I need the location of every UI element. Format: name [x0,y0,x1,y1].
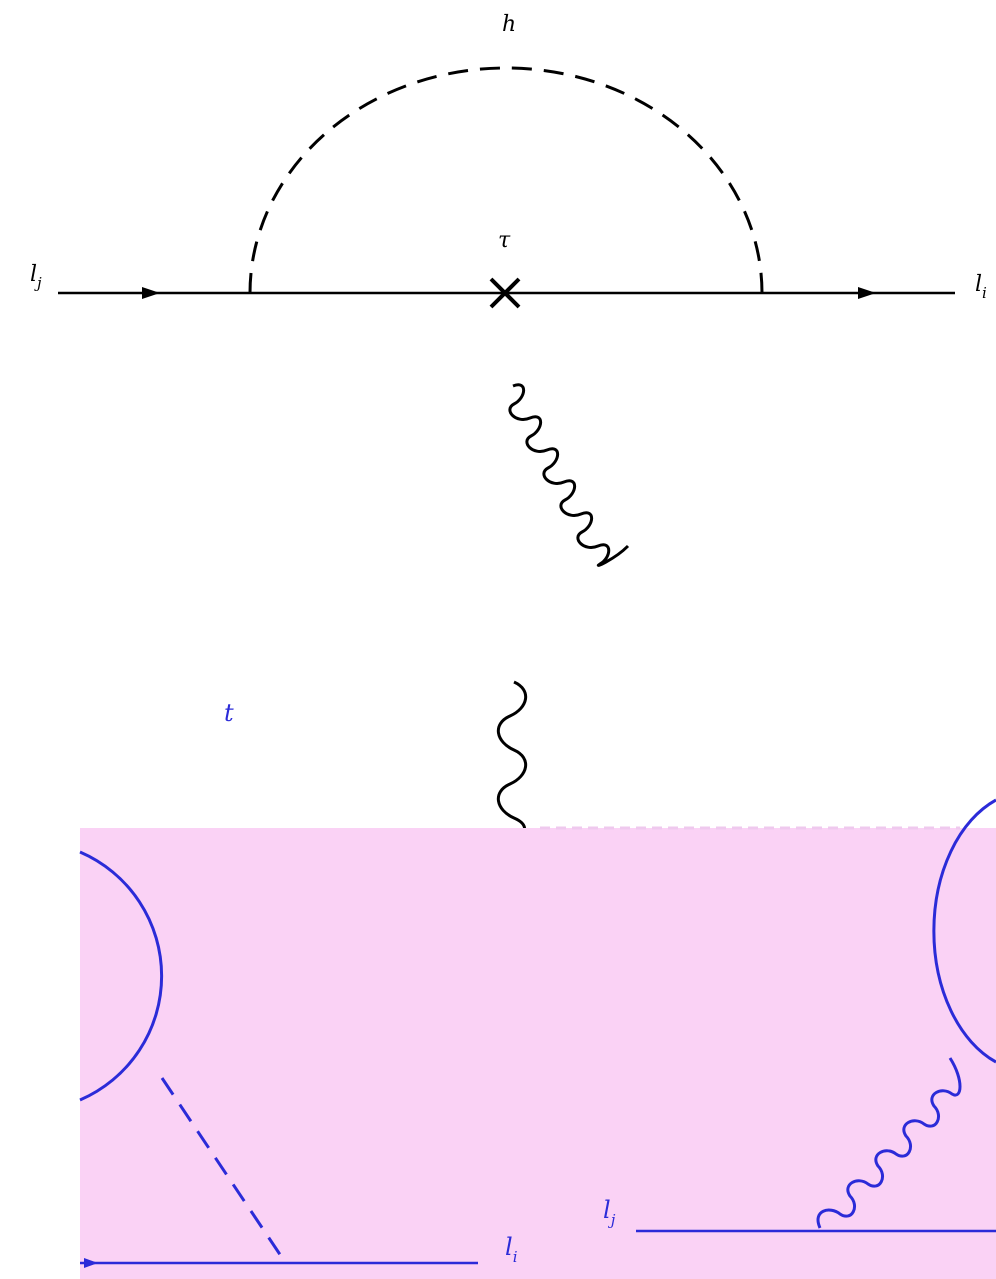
label-incoming-lepton: lj [30,262,42,292]
label-bottom-incoming: lj [603,1196,616,1229]
photon-bottom-right [816,1057,962,1229]
arrow-incoming [142,287,160,299]
label-outgoing-lepton: li [975,272,987,302]
mass-insertion-cross [489,277,521,309]
top-diagram [58,66,955,309]
scalar-line-bottom [160,1077,287,1263]
label-top-quark: t [224,699,234,727]
label-h: h [502,12,516,37]
scalar-loop-h [248,66,764,294]
photon-vertical [497,680,527,838]
photon-diagonal [508,383,630,567]
bottom-panel-background [80,828,996,1279]
bottom-diagram [79,798,996,1268]
label-tau: τ [498,228,511,253]
arrow-bottom-left [84,1258,98,1268]
top-quark-loop-right [932,798,996,1064]
label-bottom-outgoing: li [505,1233,518,1266]
top-quark-loop-left [79,850,164,1102]
arrow-outgoing [858,287,876,299]
